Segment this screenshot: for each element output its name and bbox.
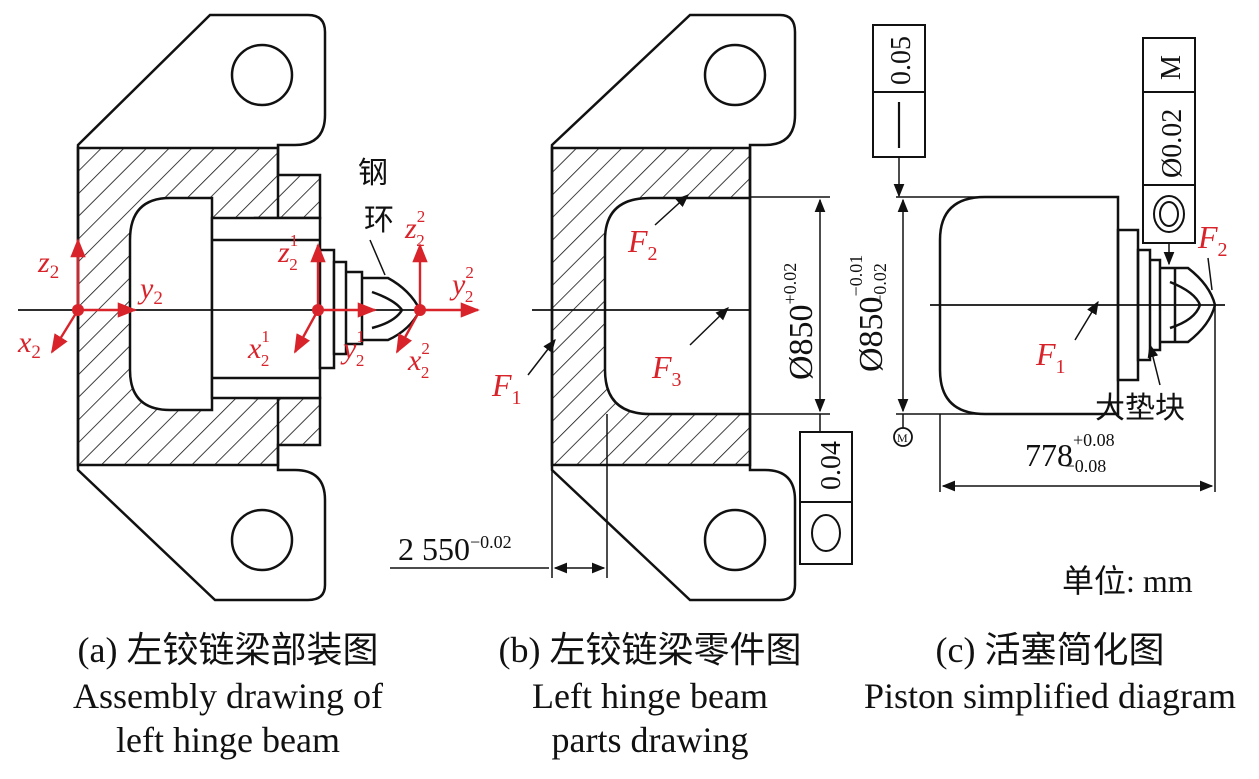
label-steel-ring-1: 钢 [358, 157, 388, 190]
lower-pin-hole [230, 508, 294, 572]
panel-c-labels: F1 F2 [1035, 219, 1228, 378]
c-max-material-letter: M [897, 431, 908, 445]
c-length-dimension: 778+0.08−0.08 [1025, 430, 1115, 476]
part-outline [550, 13, 797, 602]
caption-a-en-2: left hinge beam [116, 720, 340, 760]
captions: (a) 左铰链梁部装图 Assembly drawing of left hin… [73, 630, 1236, 760]
label-y2: y2 [137, 272, 163, 309]
caption-c-cn: (c) 活塞简化图 [936, 630, 1165, 670]
b-diameter-dimension: Ø850+0.02 [780, 263, 820, 380]
label-large-pad: 大垫块 [1095, 392, 1185, 425]
part-hatched-section [550, 146, 752, 467]
part-upper-hole [703, 43, 767, 107]
unit-label: 单位: mm [1062, 563, 1193, 599]
c-cylindricity-value: Ø0.02 [1157, 109, 1188, 178]
piston-body [210, 216, 322, 400]
upper-pin-hole [230, 43, 294, 107]
label-steel-ring-2: 环 [364, 204, 394, 237]
caption-b-en-2: parts drawing [552, 720, 749, 760]
frame-origins [72, 304, 426, 316]
panel-c [872, 24, 1225, 492]
label-b-F3: F3 [651, 349, 682, 391]
beam-outline [76, 13, 327, 602]
roundness-frame [799, 431, 853, 565]
cylindricity-symbol-inner [1159, 201, 1179, 227]
label-b-F1: F1 [491, 367, 522, 409]
max-material-modifier [893, 427, 913, 447]
label-c-F1: F1 [1035, 336, 1066, 378]
caption-a-en-1: Assembly drawing of [73, 676, 383, 716]
coordinate-frames [50, 238, 480, 354]
label-x2: x2 [17, 326, 41, 363]
b-length-dimension: 2 550−0.02 [398, 531, 512, 567]
label-c-F2: F2 [1197, 219, 1228, 261]
panel-b-labels: F1 F2 F3 [491, 223, 682, 409]
c-diameter-dimension: Ø850−0.01−0.02 [846, 255, 890, 372]
cylindricity-symbol-outer [1153, 195, 1185, 233]
roundness-symbol [811, 514, 841, 552]
caption-a-cn: (a) 左铰链梁部装图 [78, 630, 379, 670]
panel-b [390, 13, 853, 602]
caption-c-en: Piston simplified diagram [864, 676, 1236, 716]
label-b-F2: F2 [627, 223, 658, 265]
caption-b-cn: (b) 左铰链梁零件图 [499, 630, 802, 670]
label-z2: z2 [37, 246, 59, 283]
part-lower-hole [703, 508, 767, 572]
c-straightness-value: 0.05 [886, 36, 917, 85]
b-roundness-value: 0.04 [816, 441, 847, 490]
caption-b-en-1: Left hinge beam [532, 676, 768, 716]
c-modifier-m: M [1156, 55, 1187, 80]
